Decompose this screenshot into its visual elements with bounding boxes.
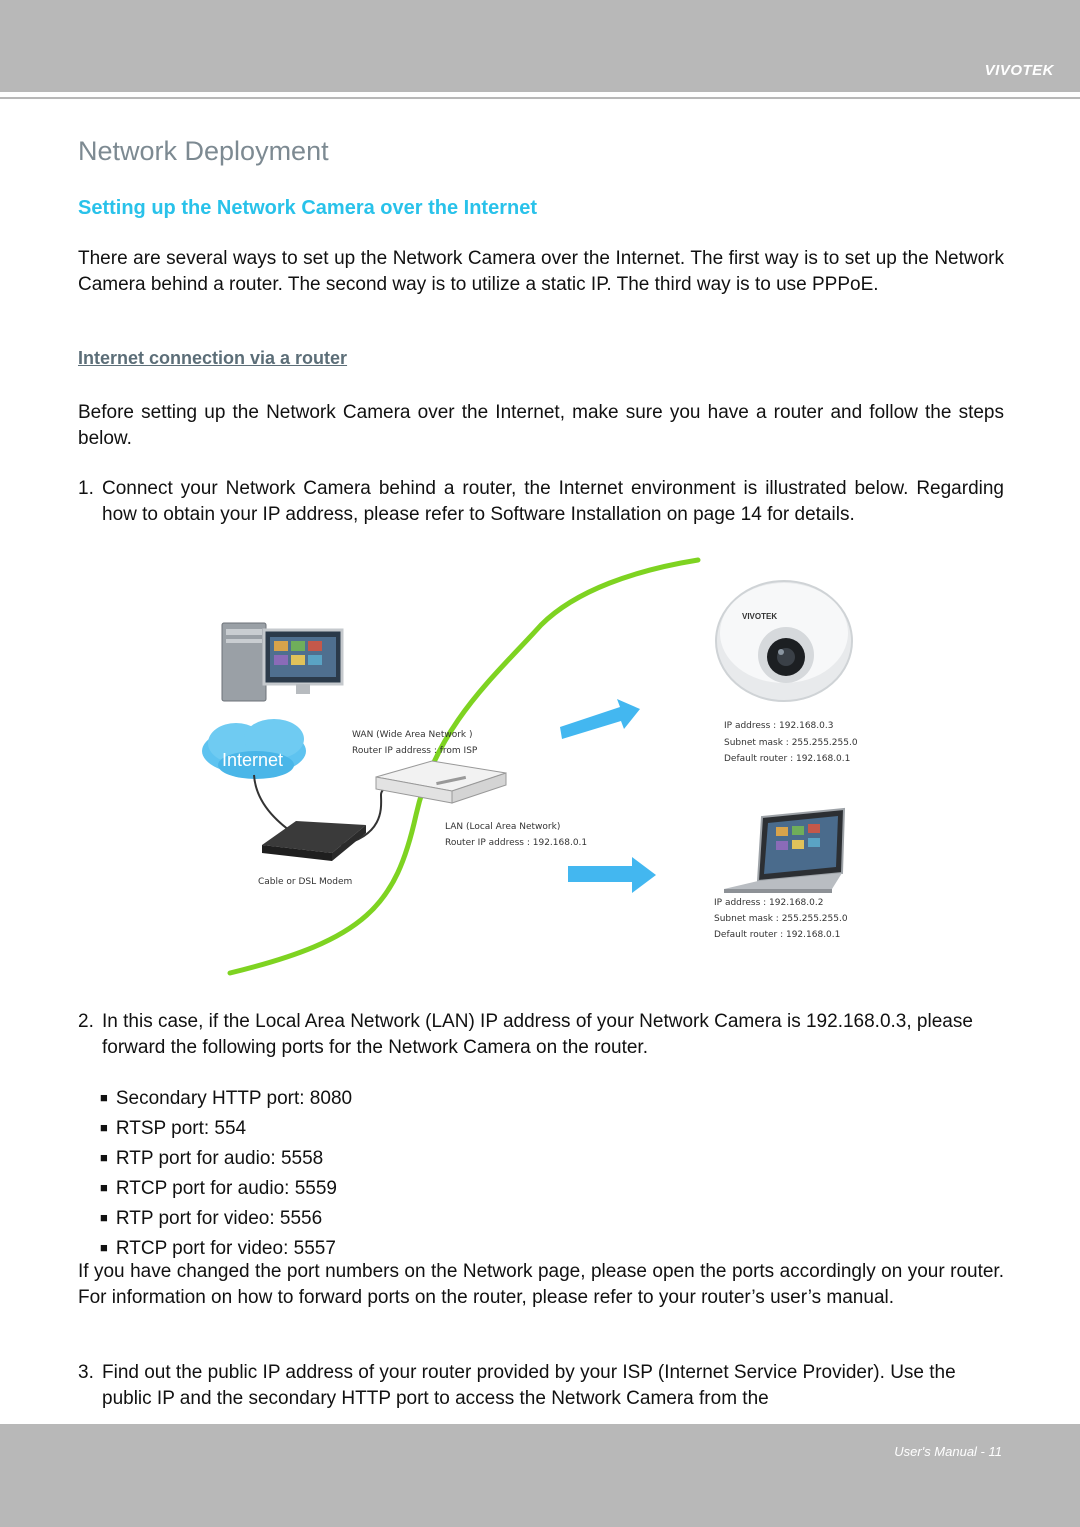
bullet-square-icon: ■ <box>100 1150 108 1165</box>
page-footer: User's Manual - 11 <box>894 1444 1002 1459</box>
list-item: ■RTP port for audio: 5558 <box>100 1148 324 1169</box>
laptop-icon <box>724 807 846 893</box>
pc-icon <box>221 622 344 702</box>
step-1: 1. Connect your Network Camera behind a … <box>78 476 1004 528</box>
list-item: ■RTP port for video: 5556 <box>100 1208 323 1229</box>
modem-label: Cable or DSL Modem <box>258 877 352 887</box>
after-ports-paragraph: If you have changed the port numbers on … <box>78 1261 1004 1308</box>
step-number: 2. <box>78 1011 94 1032</box>
modem-icon <box>262 821 366 861</box>
bullet-square-icon: ■ <box>100 1210 108 1225</box>
lan-router-ip: Router IP address : 192.168.0.1 <box>445 838 587 848</box>
camera-router: Default router : 192.168.0.1 <box>724 754 850 764</box>
bullet-square-icon: ■ <box>100 1180 108 1195</box>
list-item: ■Secondary HTTP port: 8080 <box>100 1088 353 1109</box>
bullet-square-icon: ■ <box>100 1090 108 1105</box>
list-item: ■RTCP port for video: 5557 <box>100 1238 336 1259</box>
laptop-mask: Subnet mask : 255.255.255.0 <box>714 914 848 924</box>
header-divider <box>0 97 1080 99</box>
page-title: Network Deployment <box>78 136 329 166</box>
bullet-square-icon: ■ <box>100 1120 108 1135</box>
camera-brand: VIVOTEK <box>742 612 777 621</box>
network-diagram: Internet Cable or DSL Modem WAN (Wide Ar… <box>202 557 860 976</box>
intro-paragraph: There are several ways to set up the Net… <box>78 248 1004 295</box>
list-item: ■RTCP port for audio: 5559 <box>100 1178 337 1199</box>
lan-label: LAN (Local Area Network) <box>445 822 560 832</box>
step-3: 3. Find out the public IP address of you… <box>78 1360 1004 1412</box>
wan-router-ip: Router IP address : from ISP <box>352 746 478 756</box>
subheading: Internet connection via a router <box>78 348 348 368</box>
internet-curve <box>227 557 701 976</box>
laptop-router: Default router : 192.168.0.1 <box>714 930 840 940</box>
list-item: ■RTSP port: 554 <box>100 1118 247 1139</box>
step-text: Find out the public IP address of your r… <box>102 1362 956 1409</box>
camera-ip: IP address : 192.168.0.3 <box>724 721 833 731</box>
step-number: 1. <box>78 478 94 499</box>
step-number: 3. <box>78 1362 94 1383</box>
footer-bar <box>0 1424 1080 1527</box>
step-text: In this case, if the Local Area Network … <box>102 1011 973 1058</box>
port-list: ■Secondary HTTP port: 8080 ■RTSP port: 5… <box>100 1084 352 1264</box>
arrow-icon <box>560 699 640 739</box>
section-heading: Setting up the Network Camera over the I… <box>78 197 537 219</box>
router-icon <box>375 760 507 804</box>
camera-icon <box>704 563 860 702</box>
wan-label: WAN (Wide Area Network ) <box>352 730 473 740</box>
bullet-square-icon: ■ <box>100 1240 108 1255</box>
camera-mask: Subnet mask : 255.255.255.0 <box>724 738 858 748</box>
step-text: Connect your Network Camera behind a rou… <box>102 478 1004 525</box>
arrow-icon <box>568 857 656 893</box>
internet-label: Internet <box>222 750 283 770</box>
before-paragraph: Before setting up the Network Camera ove… <box>78 402 1004 449</box>
brand-logo: VIVOTEK <box>984 62 1054 79</box>
step-2: 2. In this case, if the Local Area Netwo… <box>78 1009 1004 1061</box>
header-bar <box>0 0 1080 92</box>
laptop-ip: IP address : 192.168.0.2 <box>714 898 823 908</box>
internet-cloud-icon <box>202 719 306 779</box>
